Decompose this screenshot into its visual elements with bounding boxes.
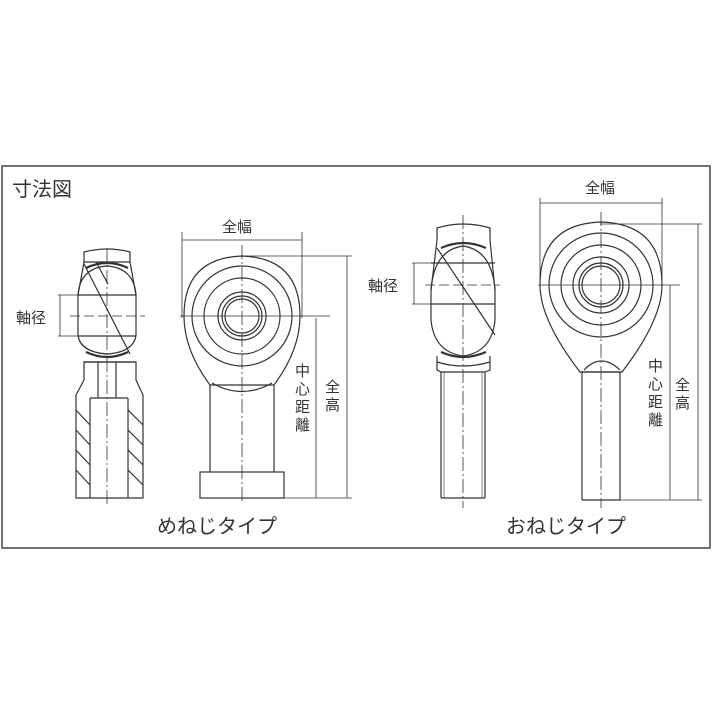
female-total-height-label: 全 高 bbox=[325, 378, 340, 414]
female-center-distance-label: 中 心 距 離 bbox=[295, 362, 310, 434]
svg-text:高: 高 bbox=[675, 394, 690, 412]
diagram-title: 寸法図 bbox=[12, 177, 72, 201]
female-width-label: 全幅 bbox=[222, 218, 252, 236]
female-front-view bbox=[180, 232, 352, 502]
svg-text:中: 中 bbox=[295, 362, 310, 380]
svg-text:全: 全 bbox=[675, 376, 690, 394]
svg-text:高: 高 bbox=[325, 396, 340, 414]
male-type-caption: おねじタイプ bbox=[506, 514, 626, 538]
female-shaft-dia-label: 軸径 bbox=[16, 309, 46, 327]
diagram-frame bbox=[1, 165, 711, 549]
svg-text:離: 離 bbox=[648, 411, 663, 429]
svg-text:距: 距 bbox=[648, 393, 663, 411]
svg-text:離: 離 bbox=[295, 416, 310, 434]
male-shaft-dia-label: 軸径 bbox=[368, 277, 398, 295]
female-side-view bbox=[58, 248, 145, 505]
male-total-height-label: 全 高 bbox=[675, 376, 690, 412]
svg-text:全: 全 bbox=[325, 378, 340, 396]
svg-text:中: 中 bbox=[648, 357, 663, 375]
svg-text:心: 心 bbox=[295, 380, 310, 398]
male-front-view bbox=[538, 198, 702, 508]
male-center-distance-label: 中 心 距 離 bbox=[648, 357, 663, 429]
male-side-view bbox=[412, 215, 500, 508]
svg-text:距: 距 bbox=[295, 398, 310, 416]
male-width-label: 全幅 bbox=[585, 179, 615, 197]
svg-text:心: 心 bbox=[648, 375, 663, 393]
female-type-caption: めねじタイプ bbox=[157, 514, 277, 538]
